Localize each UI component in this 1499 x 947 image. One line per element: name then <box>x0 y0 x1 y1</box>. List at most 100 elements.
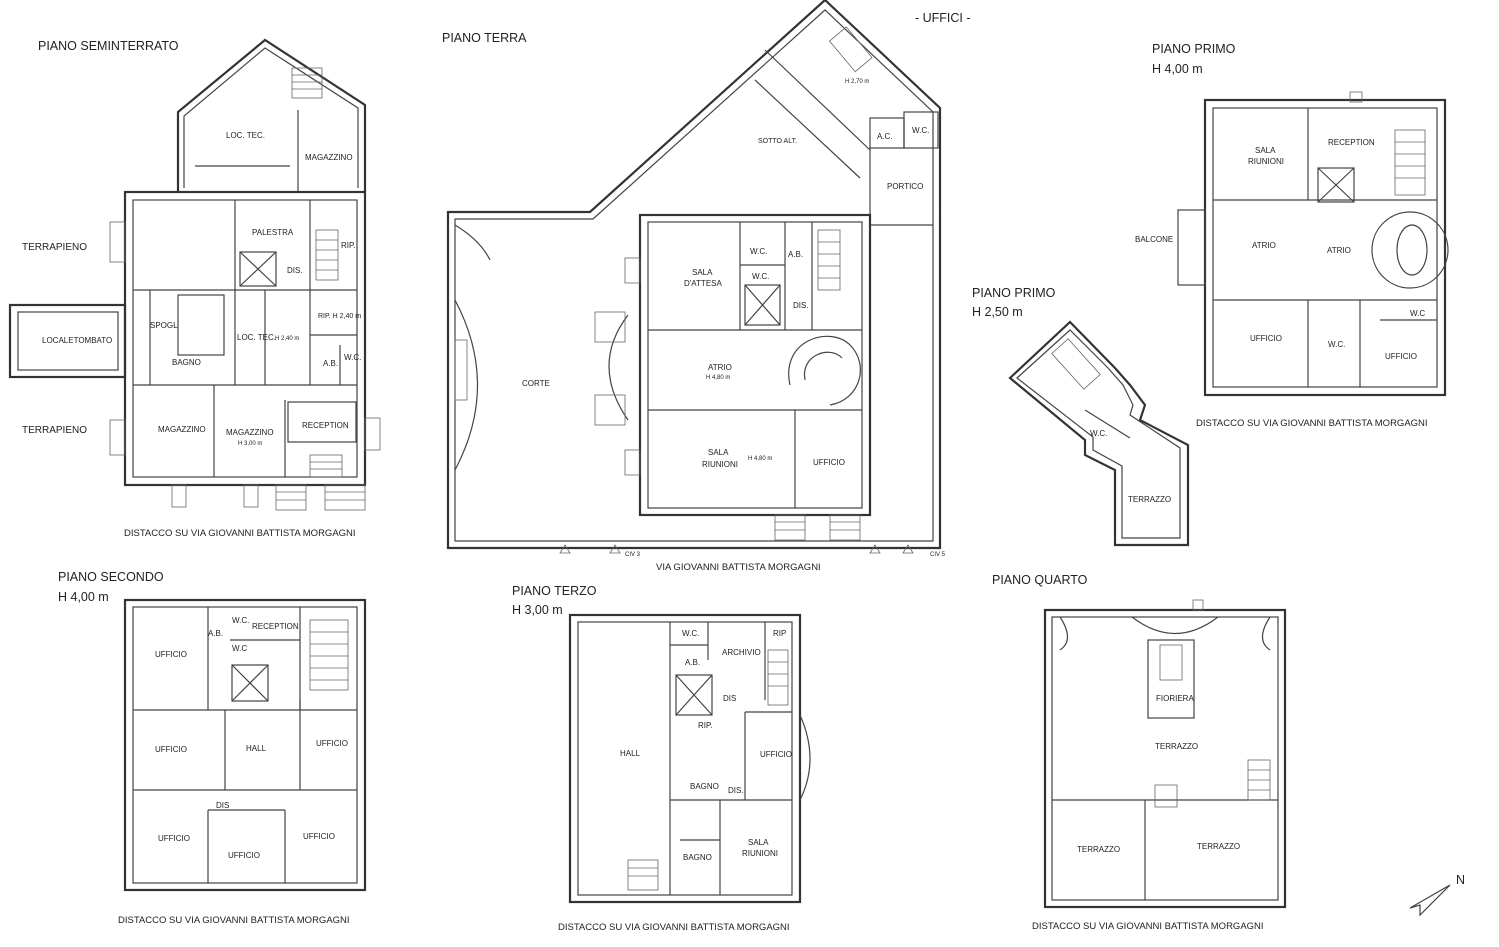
primo-subtitle: H 4,00 m <box>1152 62 1203 76</box>
secondo-ufficio-tl: UFFICIO <box>155 650 187 659</box>
sem-magazzino-top: MAGAZZINO <box>305 153 353 162</box>
primo-wc-mid: W.C. <box>1328 340 1345 349</box>
primo-small-wc: W.C. <box>1090 429 1107 438</box>
secondo-ufficio-ml: UFFICIO <box>155 745 187 754</box>
terzo-hall: HALL <box>620 749 641 758</box>
sem-footer: DISTACCO SU VIA GIOVANNI BATTISTA MORGAG… <box>124 528 356 539</box>
terzo-sala-riunioni-1: SALA <box>748 838 769 847</box>
primo-wc-right: W.C <box>1410 309 1425 318</box>
primo-small-title: PIANO PRIMO <box>972 286 1056 300</box>
sem-palestra: PALESTRA <box>252 228 294 237</box>
terra-civ3: CIV 3 <box>625 552 641 558</box>
quarto-terrazzo-top: TERRAZZO <box>1155 742 1198 751</box>
primo-atrio-left: ATRIO <box>1252 241 1276 250</box>
sem-loc-tec: LOC. TEC. <box>226 131 265 140</box>
sem-terrapieno-bottom: TERRAPIENO <box>22 425 87 436</box>
sem-h300: H 3,00 m <box>238 441 262 447</box>
terzo-sala-riunioni-2: RIUNIONI <box>742 849 778 858</box>
primo-ufficio-right: UFFICIO <box>1385 352 1417 361</box>
secondo-footer: DISTACCO SU VIA GIOVANNI BATTISTA MORGAG… <box>118 915 350 926</box>
plan-terzo: PIANO TERZO H 3,00 m W.C. RIP ARCHIVIO A… <box>512 584 811 933</box>
terzo-bagno-1: BAGNO <box>690 782 719 791</box>
terra-wc-1: W.C. <box>750 247 767 256</box>
terzo-rip-2: RIP. <box>698 721 713 730</box>
terra-portico: PORTICO <box>887 182 923 191</box>
primo-ufficio-left: UFFICIO <box>1250 334 1282 343</box>
primo-title: PIANO PRIMO <box>1152 42 1236 56</box>
secondo-ufficio-br: UFFICIO <box>303 832 335 841</box>
secondo-dis: DIS <box>216 801 229 810</box>
primo-balcone: BALCONE <box>1135 235 1173 244</box>
terzo-bagno-2: BAGNO <box>683 853 712 862</box>
sem-reception: RECEPTION <box>302 421 349 430</box>
sem-dis: DIS. <box>287 266 303 275</box>
primo-reception: RECEPTION <box>1328 138 1375 147</box>
sem-ab: A.B. <box>323 359 338 368</box>
secondo-ab: A.B. <box>208 629 223 638</box>
north-arrow-icon: N <box>1409 873 1465 917</box>
terzo-subtitle: H 3,00 m <box>512 603 563 617</box>
terra-sala-attesa-1: SALA <box>692 268 713 277</box>
terra-atrio: ATRIO <box>708 363 732 372</box>
plan-seminterrato: PIANO SEMINTERRATO <box>8 38 381 539</box>
primo-small-subtitle: H 2,50 m <box>972 305 1023 319</box>
terra-sala-riunioni-h: H 4,80 m <box>748 456 772 462</box>
sem-h240: H 2,40 m <box>275 336 299 342</box>
terra-sottoalt: SOTTO ALT. <box>758 138 797 145</box>
primo-sala-riunioni-1: SALA <box>1255 146 1276 155</box>
terra-footer: VIA GIOVANNI BATTISTA MORGAGNI <box>656 562 821 573</box>
seminterrato-title: PIANO SEMINTERRATO <box>38 39 179 53</box>
terzo-footer: DISTACCO SU VIA GIOVANNI BATTISTA MORGAG… <box>558 922 790 933</box>
primo-sala-riunioni-2: RIUNIONI <box>1248 157 1284 166</box>
terra-title: PIANO TERRA <box>442 31 527 45</box>
sem-rip-top: RIP. <box>341 241 356 250</box>
secondo-wc-2: W.C <box>232 644 247 653</box>
terra-wc-top: W.C. <box>912 126 929 135</box>
quarto-terrazzo-right: TERRAZZO <box>1197 842 1240 851</box>
sem-bagno: BAGNO <box>172 358 201 367</box>
plan-terra: PIANO TERRA <box>442 0 946 573</box>
plan-quarto: PIANO QUARTO FIORIERA TERRAZZO TERRAZZO … <box>992 573 1287 932</box>
sem-locale-tombato: LOCALETOMBATO <box>42 336 112 345</box>
quarto-fioriera: FIORIERA <box>1156 694 1194 703</box>
terzo-wc: W.C. <box>682 629 699 638</box>
secondo-wc-1: W.C. <box>232 616 249 625</box>
secondo-reception: RECEPTION <box>252 622 299 631</box>
sem-wc: W.C. <box>344 353 361 362</box>
sem-spogl: SPOGL <box>150 321 178 330</box>
plan-secondo: PIANO SECONDO H 4,00 m UFFICIO A.B. W.C.… <box>58 570 367 926</box>
sem-rip-h240: RIP. H 2,40 m <box>318 313 361 320</box>
sem-terrapieno-top: TERRAPIENO <box>22 242 87 253</box>
terra-dis: DIS. <box>793 301 809 310</box>
primo-footer: DISTACCO SU VIA GIOVANNI BATTISTA MORGAG… <box>1196 418 1428 429</box>
secondo-title: PIANO SECONDO <box>58 570 164 584</box>
header-title: - UFFICI - <box>915 11 971 25</box>
plan-primo-small: PIANO PRIMO H 2,50 m W.C. TERRAZZO <box>972 286 1190 547</box>
terra-sala-attesa-2: D'ATTESA <box>684 279 722 288</box>
terzo-ufficio: UFFICIO <box>760 750 792 759</box>
secondo-subtitle: H 4,00 m <box>58 590 109 604</box>
terra-ufficio: UFFICIO <box>813 458 845 467</box>
terzo-title: PIANO TERZO <box>512 584 597 598</box>
secondo-ufficio-mr: UFFICIO <box>316 739 348 748</box>
sem-loc-tec-small: LOC. TEC. <box>237 333 276 342</box>
primo-atrio-right: ATRIO <box>1327 246 1351 255</box>
terzo-dis-2: DIS. <box>728 786 744 795</box>
terra-sala-riunioni-1: SALA <box>708 448 729 457</box>
quarto-terrazzo-left: TERRAZZO <box>1077 845 1120 854</box>
quarto-title: PIANO QUARTO <box>992 573 1088 587</box>
terra-corte: CORTE <box>522 379 550 388</box>
secondo-ufficio-bm: UFFICIO <box>228 851 260 860</box>
sem-magazzino-left: MAGAZZINO <box>158 425 206 434</box>
terzo-rip: RIP <box>773 629 786 638</box>
terzo-dis-1: DIS <box>723 694 736 703</box>
primo-small-terrazzo: TERRAZZO <box>1128 495 1171 504</box>
terzo-archivio: ARCHIVIO <box>722 648 761 657</box>
secondo-hall: HALL <box>246 744 267 753</box>
terzo-ab: A.B. <box>685 658 700 667</box>
terra-sala-riunioni-2: RIUNIONI <box>702 460 738 469</box>
plan-primo: PIANO PRIMO H 4,00 m SALA RIUNIONI RECEP… <box>1135 42 1449 429</box>
terra-atrio-h: H 4,80 m <box>706 375 730 381</box>
north-label: N <box>1456 873 1465 887</box>
